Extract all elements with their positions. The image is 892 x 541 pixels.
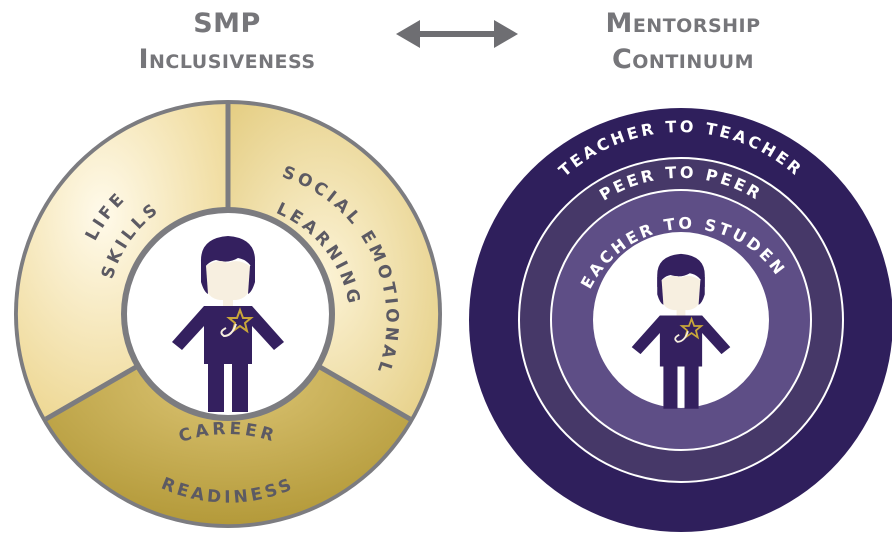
right-heading-line2: Continuum <box>611 44 755 75</box>
left-heading-line2: Inclusiveness <box>138 44 316 75</box>
left-heading-line1: SMP <box>193 8 261 39</box>
child-figure-icon <box>631 253 731 409</box>
right-heading: Mentorship Continuum <box>553 6 813 78</box>
right-heading-line1: Mentorship <box>605 8 761 39</box>
left-heading: SMP Inclusiveness <box>97 6 357 78</box>
inclusiveness-wheel: LIFE SKILLS SOCIAL EMOTIONAL LEARNING CA… <box>14 100 442 528</box>
child-figure-icon <box>172 236 284 412</box>
bidirectional-arrow-icon <box>396 20 518 48</box>
